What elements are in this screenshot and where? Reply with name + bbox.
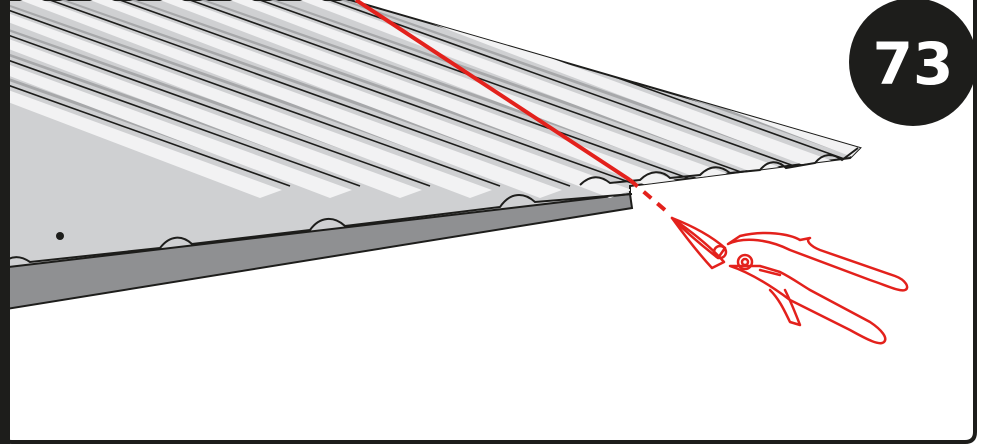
fastener-hole <box>56 232 64 240</box>
step-number-badge: 73 <box>849 0 977 126</box>
panel-frame-left-thick <box>0 0 10 444</box>
step-number: 73 <box>873 30 954 98</box>
